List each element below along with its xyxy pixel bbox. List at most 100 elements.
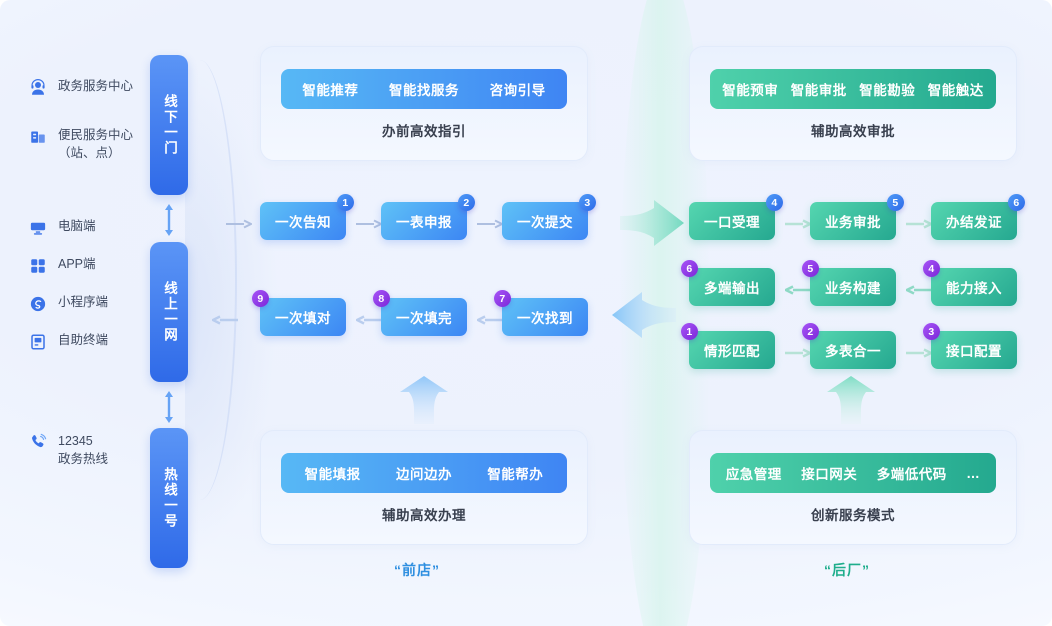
flow-badge: 2 (458, 194, 475, 211)
kiosk-terminal-icon (28, 332, 48, 352)
flow-box-label: 一次告知 (275, 215, 331, 230)
flow-box-label: 一次填完 (396, 311, 452, 326)
headset-agent-icon (28, 78, 48, 98)
channel-link-arrow-top (162, 200, 176, 240)
flow-badge: 6 (681, 260, 698, 277)
legend-label: 便民服务中心 (58, 128, 134, 142)
front-store-bottom-panel: 智能填报 边问边办 智能帮办 辅助高效办理 (260, 430, 588, 545)
chip[interactable]: 智能预审 (722, 83, 779, 98)
channel-pill-online-one-net[interactable]: 线上一网 (150, 242, 188, 382)
back-factory-bottom-panel: 应急管理 接口网关 多端低代码 … 创新服务模式 (689, 430, 1017, 545)
flow-box-label: 接口配置 (946, 344, 1002, 359)
building-icon (28, 126, 48, 146)
channel-pill-offline-one-door[interactable]: 线下一门 (150, 55, 188, 195)
flow-box-front-3[interactable]: 一次提交 3 (502, 194, 596, 240)
chip[interactable]: 接口网关 (801, 467, 858, 482)
front-store-top-panel: 智能推荐 智能找服务 咨询引导 办前高效指引 (260, 46, 588, 161)
legend-item-app: APP端 (28, 256, 158, 276)
flow-arrow-front-8-9 (354, 312, 382, 325)
chip[interactable]: 咨询引导 (489, 83, 546, 98)
flow-badge: 9 (252, 290, 269, 307)
legend-item-convenience-center: 便民服务中心 （站、点） (28, 126, 158, 162)
flow-arrow-front-1-2 (356, 216, 384, 229)
flow-badge: 2 (802, 323, 819, 340)
flow-box-back-4[interactable]: 一口受理 4 (689, 194, 783, 240)
legend-label: 小程序端 (58, 295, 109, 309)
monitor-icon (28, 218, 48, 238)
chip[interactable]: 智能审批 (790, 83, 847, 98)
back-factory-bottom-chipbar: 应急管理 接口网关 多端低代码 … (710, 453, 996, 493)
flow-arrow-back-row2-a (783, 282, 811, 295)
flow-box-back-api-config[interactable]: 接口配置 3 (923, 323, 1017, 369)
flow-box-label: 能力接入 (946, 281, 1002, 296)
center-arrow-left (608, 290, 678, 345)
legend-label: 12345 (58, 434, 93, 448)
legend-item-kiosk: 自助终端 (28, 332, 158, 352)
legend-sublabel: 政务热线 (58, 452, 109, 466)
chip[interactable]: 多端低代码 (876, 467, 947, 482)
chip[interactable]: 应急管理 (725, 467, 782, 482)
legend-label-block: 12345 政务热线 (58, 432, 108, 468)
flow-box-back-scenario-match[interactable]: 情形匹配 1 (681, 323, 775, 369)
legend-label: 自助终端 (58, 333, 109, 347)
legend-label: 电脑端 (58, 219, 96, 233)
back-factory-top-caption: 辅助高效审批 (811, 124, 895, 139)
chip[interactable]: 智能触达 (927, 83, 984, 98)
flow-arrow-front-2-3 (477, 216, 505, 229)
legend-item-pc: 电脑端 (28, 218, 158, 238)
channel-pill-hotline-one-number[interactable]: 热线一号 (150, 428, 188, 568)
flow-badge: 4 (766, 194, 783, 211)
flow-box-label: 业务审批 (825, 215, 881, 230)
flow-box-label: 办结发证 (946, 215, 1002, 230)
back-factory-bottom-caption: 创新服务模式 (811, 508, 895, 523)
flow-box-label: 情形匹配 (704, 344, 760, 359)
chip[interactable]: 智能勘验 (859, 83, 916, 98)
chip[interactable]: 边问边办 (395, 467, 452, 482)
flow-box-label: 多端输出 (704, 281, 760, 296)
flow-badge: 1 (337, 194, 354, 211)
flow-box-front-9[interactable]: 一次填对 9 (252, 290, 346, 336)
flow-badge: 5 (802, 260, 819, 277)
flow-box-back-business-build[interactable]: 业务构建 5 (802, 260, 896, 306)
flow-badge: 7 (494, 290, 511, 307)
flow-box-back-form-merge[interactable]: 多表合一 2 (802, 323, 896, 369)
chip[interactable]: 智能推荐 (302, 83, 359, 98)
flow-box-label: 一表申报 (396, 215, 452, 230)
chip[interactable]: 智能填报 (304, 467, 361, 482)
flow-box-back-multi-output[interactable]: 多端输出 6 (681, 260, 775, 306)
front-store-bottom-caption: 辅助高效办理 (382, 508, 466, 523)
flow-box-front-2[interactable]: 一表申报 2 (381, 194, 475, 240)
flow-box-label: 多表合一 (825, 344, 881, 359)
flow-box-back-6[interactable]: 办结发证 6 (931, 194, 1025, 240)
phone-hotline-icon (28, 432, 48, 452)
flow-arrow-back-4-5 (785, 216, 813, 229)
flow-box-label: 一次填对 (275, 311, 331, 326)
flow-arrow-out-front (210, 312, 238, 325)
front-store-up-arrow (396, 374, 452, 431)
flow-badge: 4 (923, 260, 940, 277)
flow-badge: 8 (373, 290, 390, 307)
front-store-bottom-chipbar: 智能填报 边问边办 智能帮办 (281, 453, 567, 493)
front-store-title: “前店” (394, 562, 440, 578)
flow-box-front-8[interactable]: 一次填完 8 (373, 290, 467, 336)
back-factory-up-arrow (823, 374, 879, 431)
flow-box-front-7[interactable]: 一次找到 7 (494, 290, 588, 336)
flow-arrow-in-front (226, 216, 254, 229)
flow-badge: 5 (887, 194, 904, 211)
chip[interactable]: 智能帮办 (487, 467, 544, 482)
flow-box-front-1[interactable]: 一次告知 1 (260, 194, 354, 240)
back-factory-top-chipbar: 智能预审 智能审批 智能勘验 智能触达 (710, 69, 996, 109)
flow-box-label: 业务构建 (825, 281, 881, 296)
flow-badge: 6 (1008, 194, 1025, 211)
flow-box-back-capability-access[interactable]: 能力接入 4 (923, 260, 1017, 306)
chip-more[interactable]: … (966, 465, 981, 481)
chip[interactable]: 智能找服务 (388, 83, 459, 98)
legend-label: 政务服务中心 (58, 79, 134, 93)
grid-app-icon (28, 256, 48, 276)
legend-item-hotline: 12345 政务热线 (28, 432, 158, 468)
flow-box-back-5[interactable]: 业务审批 5 (810, 194, 904, 240)
legend-sublabel: （站、点） (58, 146, 121, 160)
flow-badge: 1 (681, 323, 698, 340)
flow-badge: 3 (923, 323, 940, 340)
